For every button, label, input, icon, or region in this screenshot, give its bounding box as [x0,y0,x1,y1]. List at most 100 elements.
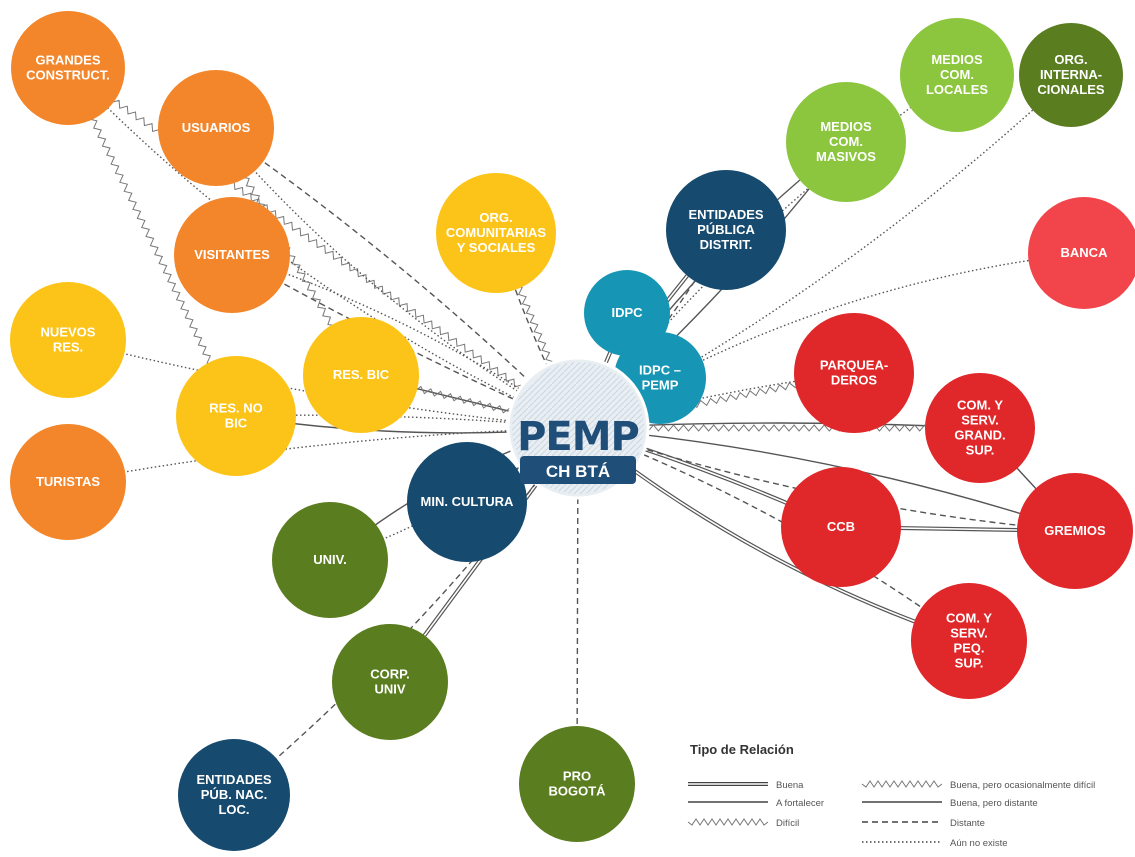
node-label: IDPC – [639,363,681,378]
node-label: COM. Y [946,611,992,626]
node-label: IDPC [611,305,643,320]
node-label: TURISTAS [36,474,100,489]
node-circle [178,739,290,851]
node-label: PÚB. NAC. [201,787,267,802]
node-label: Y SOCIALES [457,240,536,255]
node-circle [794,313,914,433]
node-label: GRANDES [35,53,100,68]
node-label: BANCA [1061,245,1109,260]
legend-item: Buena, pero distante [862,798,1038,809]
node-ccb: CCB [781,467,901,587]
node-label: COMUNITARIAS [446,225,546,240]
node-label: PRO [563,769,591,784]
center-title: PEMP [517,414,639,460]
legend-item: A fortalecer [688,798,824,809]
node-circle [1019,23,1123,127]
legend-label: Buena, pero ocasionalmente difícil [950,780,1095,791]
node-circle [11,11,125,125]
legend-item: Buena, pero ocasionalmente difícil [861,780,1095,791]
legend-label: Aún no existe [950,838,1008,849]
node-label: RES. [53,340,83,355]
legend-label: Distante [950,818,985,829]
node-label: UNIV [374,682,405,697]
node-label: LOCALES [926,82,988,97]
relation-line-grandes [67,67,579,429]
node-circle [303,317,419,433]
node-banca: BANCA [1028,197,1135,309]
node-label: PÚBLICA [697,222,755,237]
node-label: DEROS [831,373,878,388]
node-label: DISTRIT. [700,237,753,252]
node-label: COM. [940,67,974,82]
node-label: CORP. [370,667,410,682]
legend-label: A fortalecer [776,798,824,809]
center-node: PEMP CH BTÁ [506,356,650,500]
node-circle [272,502,388,618]
legend-item: Aún no existe [862,838,1008,849]
legend-item: Buena [688,780,804,791]
node-circle [666,170,786,290]
node-label: INTERNA- [1040,67,1102,82]
node-orginter: ORG.INTERNA-CIONALES [1019,23,1123,127]
node-label: NUEVOS [41,325,96,340]
node-label: SUP. [955,656,984,671]
node-label: PEQ. [953,641,984,656]
node-label: MASIVOS [816,149,876,164]
node-circle [436,173,556,293]
node-circle [407,442,527,562]
node-label: COM. [829,134,863,149]
relation-line-usuarios [215,127,579,429]
node-circle [174,197,290,313]
node-label: PARQUEA- [820,358,888,373]
node-gremios: GREMIOS [1017,473,1133,589]
legend: Tipo de Relación Buena A fortalecerDifíci… [687,742,1095,849]
node-circle [1017,473,1133,589]
node-label: ORG. [479,210,512,225]
relation-line-turistas [67,427,579,483]
center-subtitle-bg [520,456,636,484]
node-label: LOC. [218,802,249,817]
node-label: CONSTRUCT. [26,68,110,83]
center-subtitle: CH BTÁ [546,462,610,481]
node-circle [900,18,1014,132]
legend-title: Tipo de Relación [690,742,794,757]
node-circle [332,624,448,740]
node-usuarios: USUARIOS [158,70,274,186]
relation-line-grandes [67,67,579,429]
node-label: ORG. [1054,52,1087,67]
node-circle [786,82,906,202]
node-mincultura: MIN. CULTURA [407,442,527,562]
node-resbic: RES. BIC [303,317,419,433]
node-label: UNIV. [313,552,346,567]
relation-line-grandes-resnobic [66,67,238,417]
legend-label: Buena, pero distante [950,798,1038,809]
node-circle [925,373,1035,483]
relation-line-parqueaderos [577,372,855,429]
node-label: CIONALES [1037,82,1105,97]
node-parqueaderos: PARQUEA-DEROS [794,313,914,433]
node-label: SERV. [950,626,988,641]
legend-label: Buena [776,780,804,791]
node-label: BIC [225,416,248,431]
node-circle [176,356,296,476]
node-label: BOGOTÁ [548,784,606,799]
node-label: MEDIOS [931,52,983,67]
node-circle [1028,197,1135,309]
node-label: GRAND. [954,428,1005,443]
legend-item: Difícil [687,818,799,829]
node-visitantes: VISITANTES [174,197,290,313]
node-label: MIN. CULTURA [421,494,515,509]
node-circle [781,467,901,587]
node-turistas: TURISTAS [10,424,126,540]
